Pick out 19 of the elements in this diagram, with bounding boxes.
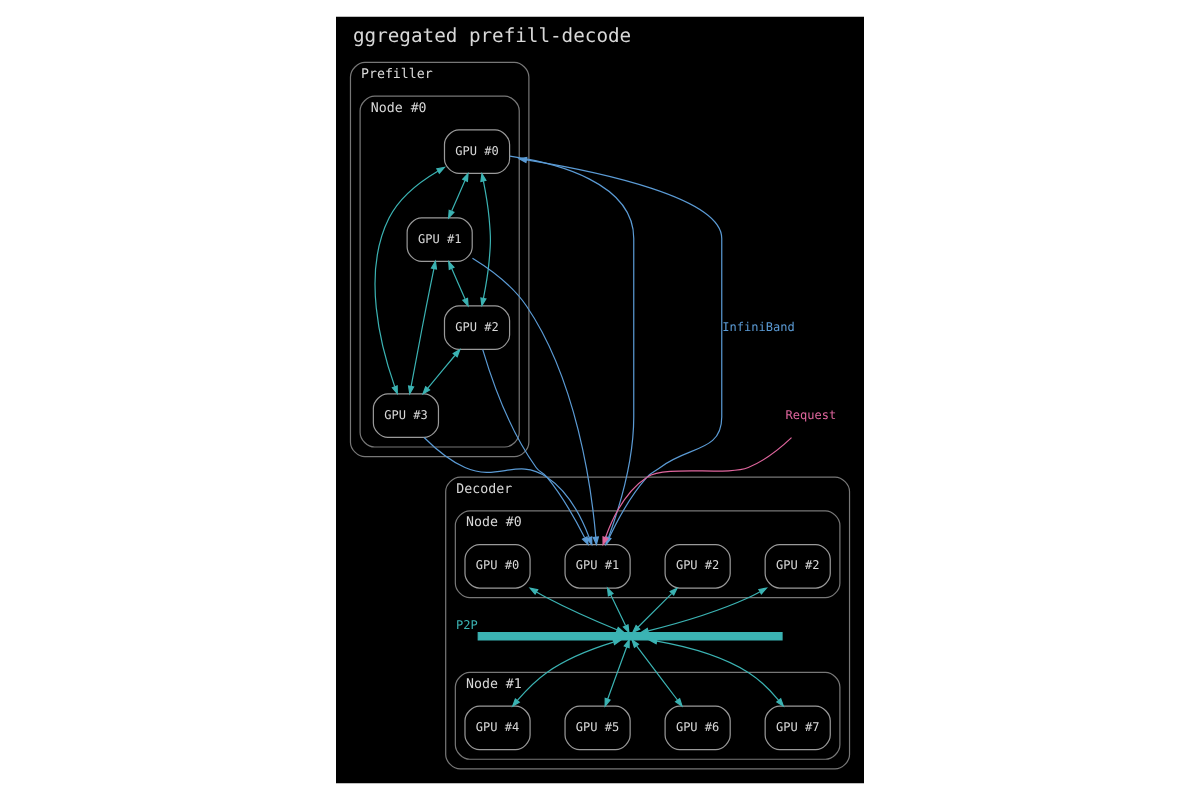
node-bar <box>477 632 783 641</box>
arrow <box>447 259 469 308</box>
arrow <box>511 638 623 708</box>
arrow <box>407 259 438 396</box>
arrow <box>647 637 785 708</box>
arrow <box>480 172 492 308</box>
arrow <box>604 638 630 708</box>
arrow <box>471 257 600 547</box>
arrow <box>639 587 768 634</box>
arrow <box>631 638 684 708</box>
arrow <box>606 586 630 635</box>
arrow <box>423 436 593 547</box>
arrow <box>374 166 446 396</box>
arrow <box>447 171 469 220</box>
diagram-title: ggregated prefill-decode <box>353 25 632 48</box>
arrow <box>482 349 589 547</box>
arrow <box>421 348 461 396</box>
arrow <box>528 587 626 634</box>
arrow <box>631 586 679 634</box>
